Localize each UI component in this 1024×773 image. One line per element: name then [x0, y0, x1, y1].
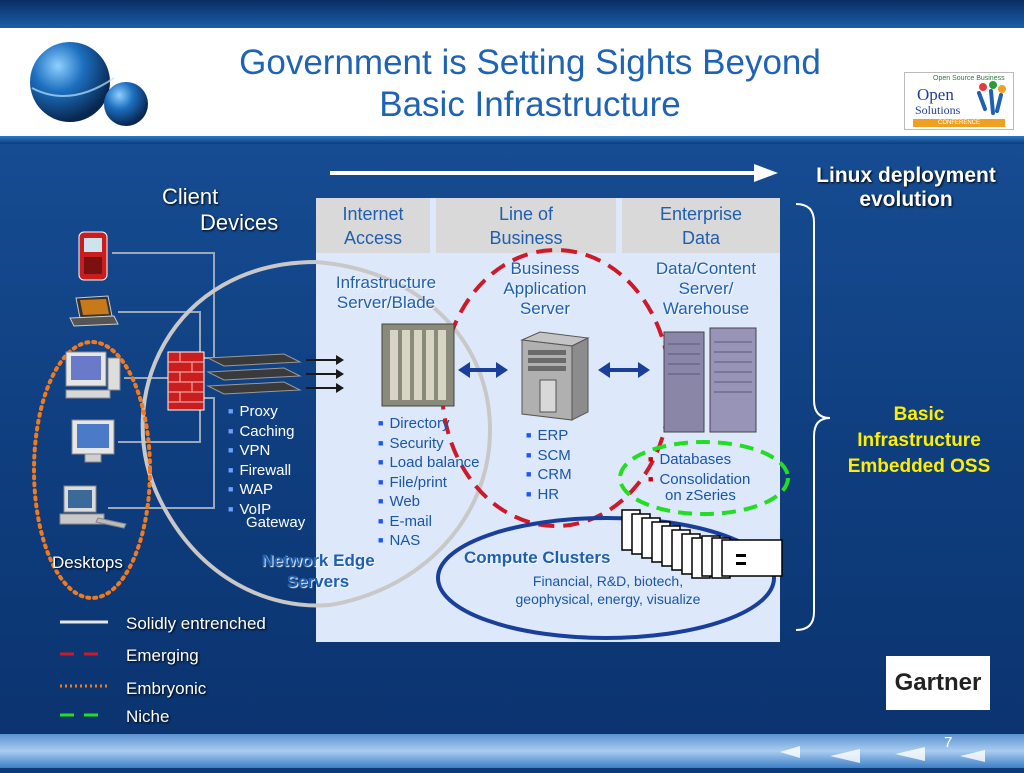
column-header-line: Internet — [342, 204, 404, 224]
header-rule — [0, 136, 1024, 144]
list-item: Load balance — [378, 453, 479, 473]
data-services-list: Databases Consolidation — [648, 450, 750, 489]
list-item: Web — [378, 492, 480, 512]
infrastructure-services-list: Directory Security Load balance File/pri… — [378, 414, 480, 551]
server-cluster-icon — [621, 509, 783, 579]
tower-server-icon — [520, 331, 590, 421]
blade-server-rack-icon — [381, 323, 455, 407]
evolution-arrow — [330, 164, 778, 182]
server-label-line: Data/Content — [655, 259, 757, 278]
list-item: Databases — [648, 450, 750, 470]
list-item: Consolidation — [648, 470, 750, 490]
evolution-label-line: evolution — [859, 188, 953, 211]
list-item: Proxy — [228, 402, 294, 422]
list-item-continuation: on zSeries — [665, 487, 736, 504]
network-edge-servers-label: Network Edge Servers — [248, 550, 388, 592]
list-item: SCM — [526, 446, 572, 466]
list-item: VoIP — [228, 500, 294, 520]
monitor-icon — [71, 419, 115, 463]
list-item: E-mail — [378, 512, 480, 532]
slide-title: Government is Setting Sights Beyond Basi… — [160, 42, 900, 126]
server-label-line: Server — [519, 299, 571, 318]
client-devices-line: Devices — [200, 210, 279, 235]
evolution-label: Linux deployment evolution — [788, 164, 1024, 212]
bottom-arrows-decoration — [780, 746, 985, 763]
network-edge-label-line: Network Edge — [261, 551, 375, 570]
page-number: 7 — [944, 734, 953, 751]
logo-top-text: Open Source Business — [933, 75, 1005, 82]
legend-label-solidly-entrenched: Solidly entrenched — [126, 614, 266, 633]
evolution-label-line: Linux deployment — [816, 164, 996, 187]
list-item: HR — [526, 485, 572, 505]
firewall-icon — [167, 351, 302, 411]
column-header-line: Access — [343, 228, 403, 248]
legend-swatches — [60, 620, 108, 717]
legend-label-embryonic: Embryonic — [126, 679, 207, 698]
column-header-enterprise-data: Enterprise Data — [622, 198, 780, 253]
list-item: Security — [378, 434, 480, 454]
column-header-line: Business — [489, 228, 563, 248]
top-band — [0, 0, 1024, 28]
basic-infra-line: Infrastructure — [857, 430, 981, 451]
desktops-label: Desktops — [52, 553, 123, 572]
business-applications-list: ERP SCM CRM HR — [526, 426, 572, 505]
client-devices-line: Client — [162, 184, 219, 209]
basic-infra-line: Embedded OSS — [847, 456, 991, 477]
compute-clusters-line: geophysical, energy, visualize — [515, 591, 701, 607]
mainframe-server-icon — [663, 327, 757, 433]
logo-bottom-text: CONFERENCE — [913, 119, 1005, 127]
compute-clusters-description: Financial, R&D, biotech, geophysical, en… — [470, 572, 746, 608]
list-item: WAP — [228, 480, 294, 500]
list-item: VPN — [228, 441, 294, 461]
column-header-line: Enterprise — [659, 204, 743, 224]
bottom-band — [0, 734, 1024, 768]
column-header-line-of-business: Line of Business — [436, 198, 616, 253]
server-label-line: Server/ — [678, 279, 734, 298]
list-item: Firewall — [228, 461, 294, 481]
slide-header — [0, 28, 1024, 136]
logo-line-2: Solutions — [915, 103, 961, 117]
server-label-line: Warehouse — [662, 299, 750, 318]
server-label-line: Business — [510, 259, 580, 278]
business-application-server-label: Business Application Server — [478, 259, 612, 319]
laptop-icon — [69, 295, 119, 327]
title-line-1: Government is Setting Sights Beyond — [239, 43, 821, 82]
gartner-logo: Gartner — [886, 656, 990, 710]
list-item: Caching — [228, 422, 294, 442]
column-header-line: Data — [681, 228, 721, 248]
infrastructure-server-label: Infrastructure Server/Blade — [316, 273, 456, 313]
data-content-server-label: Data/Content Server/ Warehouse — [636, 259, 776, 319]
server-label-line: Application — [503, 279, 587, 298]
title-line-2: Basic Infrastructure — [379, 85, 681, 124]
mobile-phone-icon — [78, 231, 108, 281]
list-item: ERP — [526, 426, 572, 446]
client-devices-label: Client Devices — [162, 184, 278, 236]
globe-icon — [30, 42, 148, 126]
open-solutions-logo: Open Source Business Open Solutions CONF… — [904, 72, 1014, 130]
workstation-icon — [59, 485, 127, 529]
desktop-computer-icon — [65, 351, 121, 399]
legend-label-emerging: Emerging — [126, 646, 199, 665]
server-label-line: Server/Blade — [336, 293, 436, 312]
server-label-line: Infrastructure — [335, 273, 437, 292]
network-edge-services-list: Proxy Caching VPN Firewall WAP VoIP — [228, 402, 294, 519]
list-item: Directory — [378, 414, 480, 434]
gartner-logo-text: Gartner — [894, 669, 982, 696]
list-item-continuation: Gateway — [246, 514, 306, 531]
column-header-line: Line of — [498, 204, 554, 224]
compute-clusters-line: Financial, R&D, biotech, — [532, 573, 684, 589]
basic-infrastructure-label: Basic Infrastructure Embedded OSS — [816, 402, 1022, 480]
column-header-internet-access: Internet Access — [316, 198, 430, 253]
list-item: File/print — [378, 473, 480, 493]
list-item: CRM — [526, 465, 571, 485]
logo-line-1: Open — [917, 85, 954, 104]
people-figures-icon — [977, 81, 1006, 115]
network-edge-label-line: Servers — [286, 572, 350, 591]
basic-infra-line: Basic — [893, 404, 945, 425]
legend-label-niche: Niche — [126, 707, 170, 726]
compute-clusters-title: Compute Clusters — [464, 548, 611, 567]
list-item: NAS — [378, 531, 480, 551]
